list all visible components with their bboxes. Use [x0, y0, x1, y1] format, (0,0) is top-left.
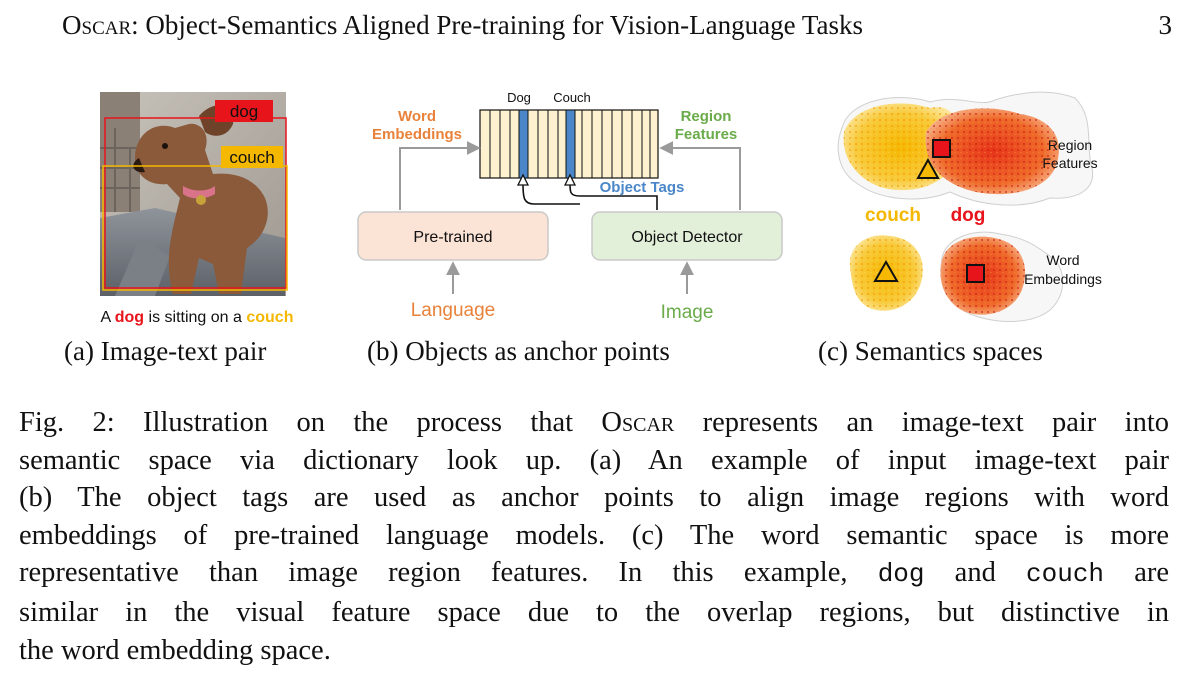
page-header: Oscar: Object-Semantics Aligned Pre-trai… [62, 10, 1172, 46]
caption-text: Illustration on the process that [114, 407, 602, 438]
subcaption-b: (b) Objects as anchor points [367, 336, 670, 366]
object-detector-label: Object Detector [631, 229, 743, 246]
caption-text: representative than image region feature… [19, 557, 878, 589]
square-marker [966, 264, 985, 283]
triangle-marker [916, 157, 940, 179]
caption-line-3: (b) The object tags are used as anchor p… [19, 482, 1169, 514]
word-embeddings-label-line2: Embeddings [1024, 271, 1102, 287]
caption-line-5: representative than image region feature… [19, 554, 1169, 594]
word-embeddings-label-line2: Embeddings [372, 126, 462, 143]
caption-line-7: the word embedding space. [19, 634, 331, 666]
object-tags-label: Object Tags [600, 179, 685, 196]
sentence-couch: couch [246, 309, 293, 326]
caption-code-dog: dog [877, 559, 925, 590]
header-title: Oscar: Object-Semantics Aligned Pre-trai… [62, 10, 863, 41]
tag-path-dog [522, 183, 580, 205]
object-detector-box [591, 211, 783, 261]
word-embeddings-label-line1: Word [398, 108, 436, 125]
dog-photo [100, 92, 286, 296]
region-features-label-line2: Features [675, 126, 738, 143]
header-title-rest: : Object-Semantics Aligned Pre-training … [131, 10, 863, 40]
left-up-arrow [399, 141, 481, 210]
word-embeddings-label-line1: Word [1046, 252, 1079, 268]
dog-cluster-label: dog [951, 205, 986, 226]
panel-b-anchor-diagram: Dog Couch Word Embeddings Region Feature… [357, 90, 783, 323]
token-dog [518, 109, 529, 179]
token-label-couch: Couch [553, 90, 591, 105]
triangle-marker [563, 173, 577, 186]
caption-brand: Oscar [601, 407, 675, 438]
square-marker [932, 139, 951, 158]
caption-text: are [1104, 557, 1170, 589]
bbox-label-dog: dog [230, 102, 258, 121]
right-up-arrow [659, 141, 741, 210]
language-input-label: Language [411, 300, 496, 321]
figure-caption: Fig. 2: Illustration on the process that… [19, 404, 1169, 669]
triangle-marker [516, 173, 530, 186]
pretrained-label: Pre-trained [413, 229, 492, 246]
caption-label: Fig. 2: [19, 407, 115, 438]
caption-line-4: embeddings of pre-trained language model… [19, 519, 1169, 551]
triangle-marker [873, 260, 899, 282]
region-features-label-line1: Region [681, 108, 732, 125]
caption-line-2: semantic space via dictionary look up. (… [19, 444, 1169, 476]
token-label-dog: Dog [507, 90, 531, 105]
token-sequence [479, 109, 659, 179]
token-couch [565, 109, 576, 179]
image-input-label: Image [661, 302, 714, 323]
tag-path-couch [569, 183, 658, 210]
bbox-label-couch: couch [229, 148, 274, 167]
caption-line-1: Fig. 2: Illustration on the process that… [19, 404, 1169, 442]
region-features-label-line2: Features [1042, 155, 1097, 171]
sentence-prefix: A [101, 309, 115, 326]
sentence-dog: dog [115, 309, 144, 326]
couch-cluster-label: couch [865, 205, 921, 226]
caption-code-couch: couch [1026, 559, 1105, 590]
sentence-middle: is sitting on a [144, 309, 246, 326]
subcaption-c: (c) Semantics spaces [818, 336, 1043, 366]
subcaption-a: (a) Image-text pair [64, 336, 267, 366]
page-number: 3 [1158, 10, 1173, 40]
example-sentence: A dog is sitting on a couch [101, 309, 294, 326]
pretrained-box [357, 211, 549, 261]
region-features-label-line1: Region [1048, 137, 1092, 153]
panel-c-semantic-spaces: Region Features couch dog Word Embedding… [837, 91, 1102, 322]
caption-text: represents an image-text pair into [674, 407, 1169, 438]
caption-text: and [924, 557, 1027, 589]
caption-line-6: similar in the visual feature space due … [19, 596, 1169, 628]
panel-a-image-text-pair: dog couch A dog is sitting on a couch [100, 92, 294, 326]
header-brand: Oscar [62, 10, 132, 40]
